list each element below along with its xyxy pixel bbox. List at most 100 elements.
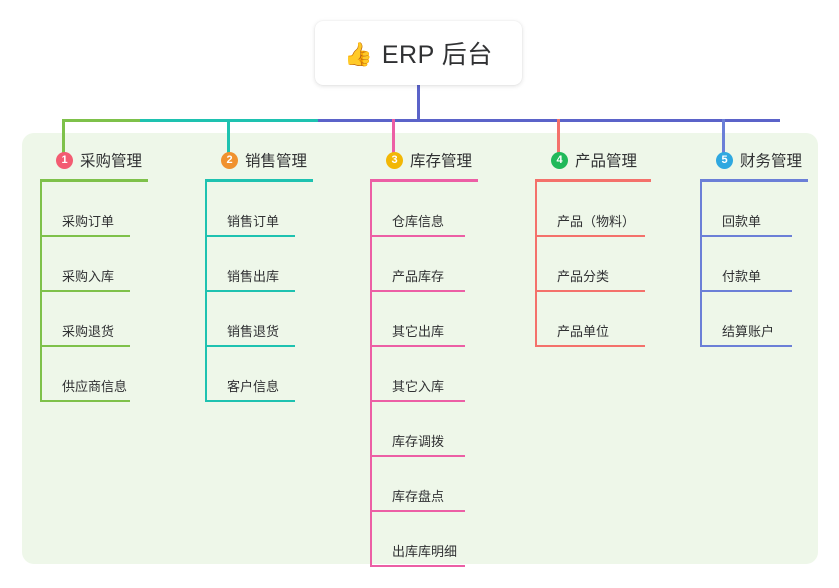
list-item-label: 产品单位 — [557, 324, 610, 339]
drop-connector-inventory — [392, 119, 395, 154]
column-spine-sales — [205, 182, 207, 402]
list-item-label: 其它出库 — [392, 324, 445, 339]
list-item-label: 销售退货 — [227, 324, 280, 339]
list-item-rule — [535, 290, 645, 292]
column-title-product: 产品管理 — [575, 153, 638, 170]
list-item-label: 库存盘点 — [392, 489, 445, 504]
list-item[interactable]: 仓库信息 — [370, 182, 478, 237]
list-item-rule — [205, 400, 295, 402]
list-item-label: 产品库存 — [392, 269, 445, 284]
column-badge-product: 4 — [551, 151, 568, 169]
column-title-finance: 财务管理 — [740, 153, 803, 170]
list-item-label: 客户信息 — [227, 379, 280, 394]
list-item[interactable]: 产品（物料） — [535, 182, 651, 237]
column-underline-product — [535, 179, 651, 182]
list-item[interactable]: 销售订单 — [205, 182, 313, 237]
column-spine-purchasing — [40, 182, 42, 402]
list-item-rule — [205, 235, 295, 237]
list-item-label: 其它入库 — [392, 379, 445, 394]
list-item[interactable]: 销售出库 — [205, 237, 313, 292]
list-item[interactable]: 产品库存 — [370, 237, 478, 292]
list-item-label: 供应商信息 — [62, 379, 128, 394]
column-items-purchasing: 采购订单采购入库采购退货供应商信息 — [40, 182, 148, 402]
list-item[interactable]: 其它出库 — [370, 292, 478, 347]
drop-connector-finance — [722, 119, 725, 154]
column-header-product[interactable]: 4 产品管理 — [535, 147, 651, 173]
list-item-label: 产品分类 — [557, 269, 610, 284]
list-item-label: 销售出库 — [227, 269, 280, 284]
list-item-rule — [205, 290, 295, 292]
column-inventory: 3 库存管理仓库信息产品库存其它出库其它入库库存调拨库存盘点出库库明细 — [370, 147, 478, 567]
list-item[interactable]: 采购入库 — [40, 237, 148, 292]
list-item-label: 产品（物料） — [557, 214, 636, 229]
trunk-segment-inventory — [318, 119, 658, 122]
trunk-segment-finance — [658, 119, 780, 122]
trunk-segment-purchasing — [62, 119, 140, 122]
root-node-title: ERP 后台 — [381, 41, 493, 69]
column-items-sales: 销售订单销售出库销售退货客户信息 — [205, 182, 313, 402]
list-item[interactable]: 供应商信息 — [40, 347, 148, 402]
list-item[interactable]: 回款单 — [700, 182, 808, 237]
list-item-rule — [40, 400, 130, 402]
list-item-rule — [40, 290, 130, 292]
list-item-label: 采购订单 — [62, 214, 115, 229]
drop-connector-sales — [227, 119, 230, 154]
list-item-rule — [370, 400, 465, 402]
list-item[interactable]: 库存调拨 — [370, 402, 478, 457]
content-panel — [22, 133, 818, 564]
column-badge-inventory: 3 — [386, 151, 403, 169]
column-header-finance[interactable]: 5 财务管理 — [700, 147, 808, 173]
column-items-product: 产品（物料） 产品分类产品单位 — [535, 182, 651, 347]
list-item-rule — [370, 290, 465, 292]
column-underline-purchasing — [40, 179, 148, 182]
list-item-label: 采购退货 — [62, 324, 115, 339]
list-item[interactable]: 出库库明细 — [370, 512, 478, 567]
list-item-label: 结算账户 — [722, 324, 775, 339]
list-item-rule — [700, 290, 792, 292]
drop-connector-product — [557, 119, 560, 154]
list-item-label: 库存调拨 — [392, 434, 445, 449]
column-finance: 5 财务管理回款单付款单结算账户 — [700, 147, 808, 347]
list-item-rule — [40, 235, 130, 237]
column-title-sales: 销售管理 — [245, 153, 308, 170]
list-item-label: 回款单 — [722, 214, 762, 229]
list-item-rule — [535, 345, 645, 347]
list-item[interactable]: 采购订单 — [40, 182, 148, 237]
column-badge-finance: 5 — [716, 151, 733, 169]
list-item[interactable]: 结算账户 — [700, 292, 808, 347]
list-item[interactable]: 库存盘点 — [370, 457, 478, 512]
list-item[interactable]: 客户信息 — [205, 347, 313, 402]
list-item-rule — [40, 345, 130, 347]
list-item-label: 销售订单 — [227, 214, 280, 229]
column-spine-product — [535, 182, 537, 347]
list-item-rule — [370, 235, 465, 237]
column-product: 4 产品管理产品（物料） 产品分类产品单位 — [535, 147, 651, 347]
column-spine-finance — [700, 182, 702, 347]
column-header-inventory[interactable]: 3 库存管理 — [370, 147, 478, 173]
column-underline-inventory — [370, 179, 478, 182]
list-item-rule — [700, 235, 792, 237]
column-items-finance: 回款单付款单结算账户 — [700, 182, 808, 347]
column-underline-sales — [205, 179, 313, 182]
column-underline-finance — [700, 179, 808, 182]
list-item-rule — [370, 510, 465, 512]
thumbs-up-icon: 👍 — [344, 40, 373, 67]
list-item-label: 采购入库 — [62, 269, 115, 284]
list-item[interactable]: 其它入库 — [370, 347, 478, 402]
list-item-rule — [370, 455, 465, 457]
column-title-inventory: 库存管理 — [410, 153, 473, 170]
list-item-label: 仓库信息 — [392, 214, 445, 229]
list-item-label: 出库库明细 — [392, 544, 458, 559]
root-node-card[interactable]: 👍 ERP 后台 — [315, 21, 522, 85]
list-item[interactable]: 产品分类 — [535, 237, 651, 292]
list-item[interactable]: 付款单 — [700, 237, 808, 292]
list-item[interactable]: 销售退货 — [205, 292, 313, 347]
list-item[interactable]: 采购退货 — [40, 292, 148, 347]
list-item-rule — [370, 565, 465, 567]
list-item[interactable]: 产品单位 — [535, 292, 651, 347]
